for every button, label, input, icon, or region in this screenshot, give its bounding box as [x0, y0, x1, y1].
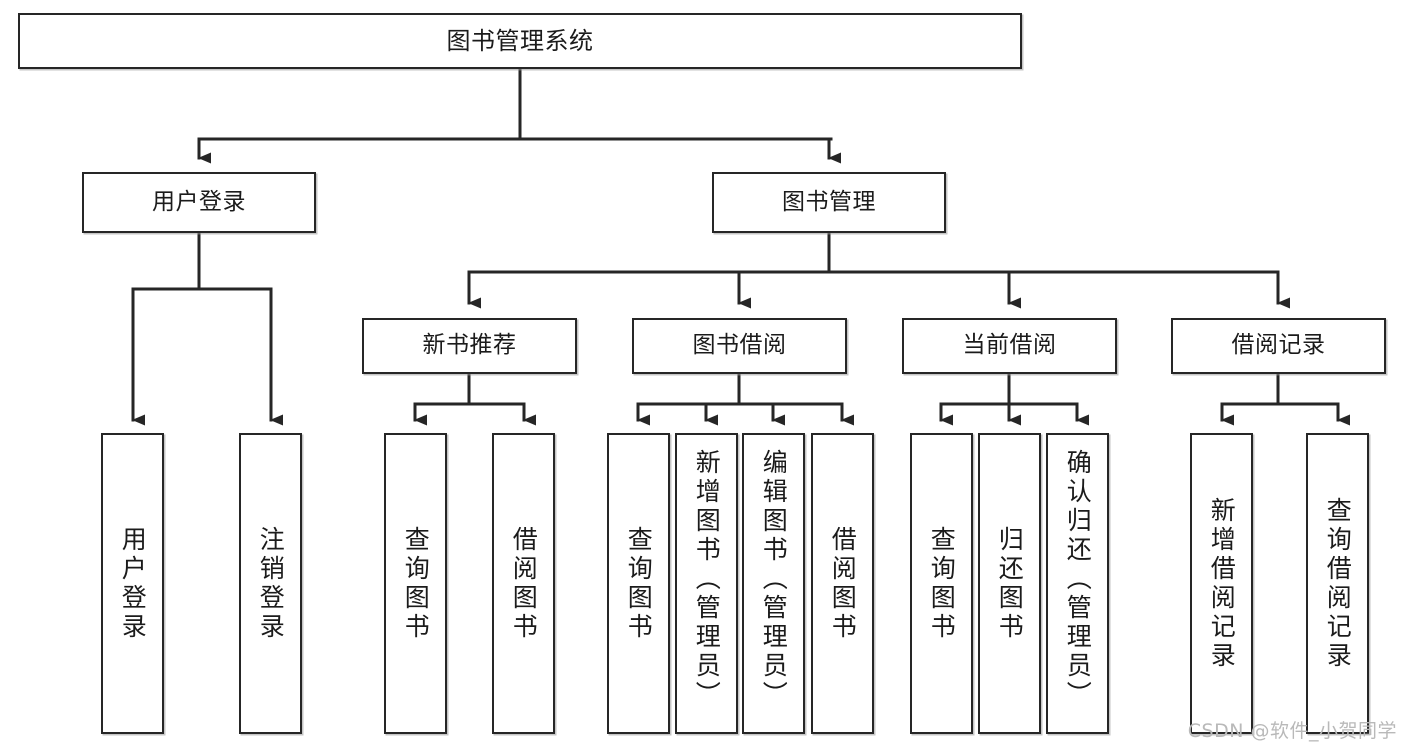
leaf-book-borrow-query-book[interactable]: 查询图书: [607, 433, 670, 734]
node-label: 编辑图书（管理员）: [759, 449, 789, 710]
leaf-current-borrow-return-book[interactable]: 归还图书: [978, 433, 1041, 734]
node-label: 查询借阅记录: [1323, 496, 1353, 671]
node-label: 查询图书: [401, 525, 431, 642]
node-borrow-record[interactable]: 借阅记录: [1171, 318, 1386, 374]
leaf-borrow-record-add-record[interactable]: 新增借阅记录: [1190, 433, 1253, 734]
node-label: 确认归还（管理员）: [1063, 449, 1093, 710]
node-label: 查询图书: [927, 525, 957, 642]
leaf-new-book-borrow-book[interactable]: 借阅图书: [492, 433, 555, 734]
leaf-current-borrow-confirm-return-admin[interactable]: 确认归还（管理员）: [1046, 433, 1109, 734]
node-user-login[interactable]: 用户登录: [82, 172, 316, 233]
node-label: 新书推荐: [422, 332, 517, 359]
leaf-new-book-query-book[interactable]: 查询图书: [384, 433, 447, 734]
node-label: 新增借阅记录: [1207, 496, 1237, 671]
node-label: 图书管理系统: [446, 26, 594, 55]
node-label: 新增图书（管理员）: [692, 449, 722, 710]
node-book-borrow[interactable]: 图书借阅: [632, 318, 847, 374]
node-label: 借阅图书: [828, 525, 858, 642]
leaf-borrow-record-query-record[interactable]: 查询借阅记录: [1306, 433, 1369, 734]
node-book-management[interactable]: 图书管理: [712, 172, 946, 233]
csdn-watermark: CSDN @软件_小贺同学: [1187, 720, 1397, 742]
leaf-book-borrow-borrow-book[interactable]: 借阅图书: [811, 433, 874, 734]
node-new-book-recommend[interactable]: 新书推荐: [362, 318, 577, 374]
node-label: 图书管理: [782, 188, 876, 215]
leaf-user-login-logout[interactable]: 注销登录: [239, 433, 302, 734]
node-current-borrow[interactable]: 当前借阅: [902, 318, 1117, 374]
node-label: 用户登录: [152, 188, 246, 215]
node-label: 图书借阅: [692, 332, 787, 359]
node-label: 当前借阅: [962, 332, 1057, 359]
leaf-current-borrow-query-book[interactable]: 查询图书: [910, 433, 973, 734]
leaf-user-login-login[interactable]: 用户登录: [101, 433, 164, 734]
node-label: 借阅图书: [509, 525, 539, 642]
leaf-book-borrow-edit-book-admin[interactable]: 编辑图书（管理员）: [742, 433, 805, 734]
node-label: 查询图书: [624, 525, 654, 642]
leaf-book-borrow-add-book-admin[interactable]: 新增图书（管理员）: [675, 433, 738, 734]
node-label: 用户登录: [118, 525, 148, 642]
node-label: 归还图书: [995, 525, 1025, 642]
node-root-book-management-system[interactable]: 图书管理系统: [18, 13, 1022, 69]
node-label: 注销登录: [256, 525, 286, 642]
node-label: 借阅记录: [1231, 332, 1326, 359]
